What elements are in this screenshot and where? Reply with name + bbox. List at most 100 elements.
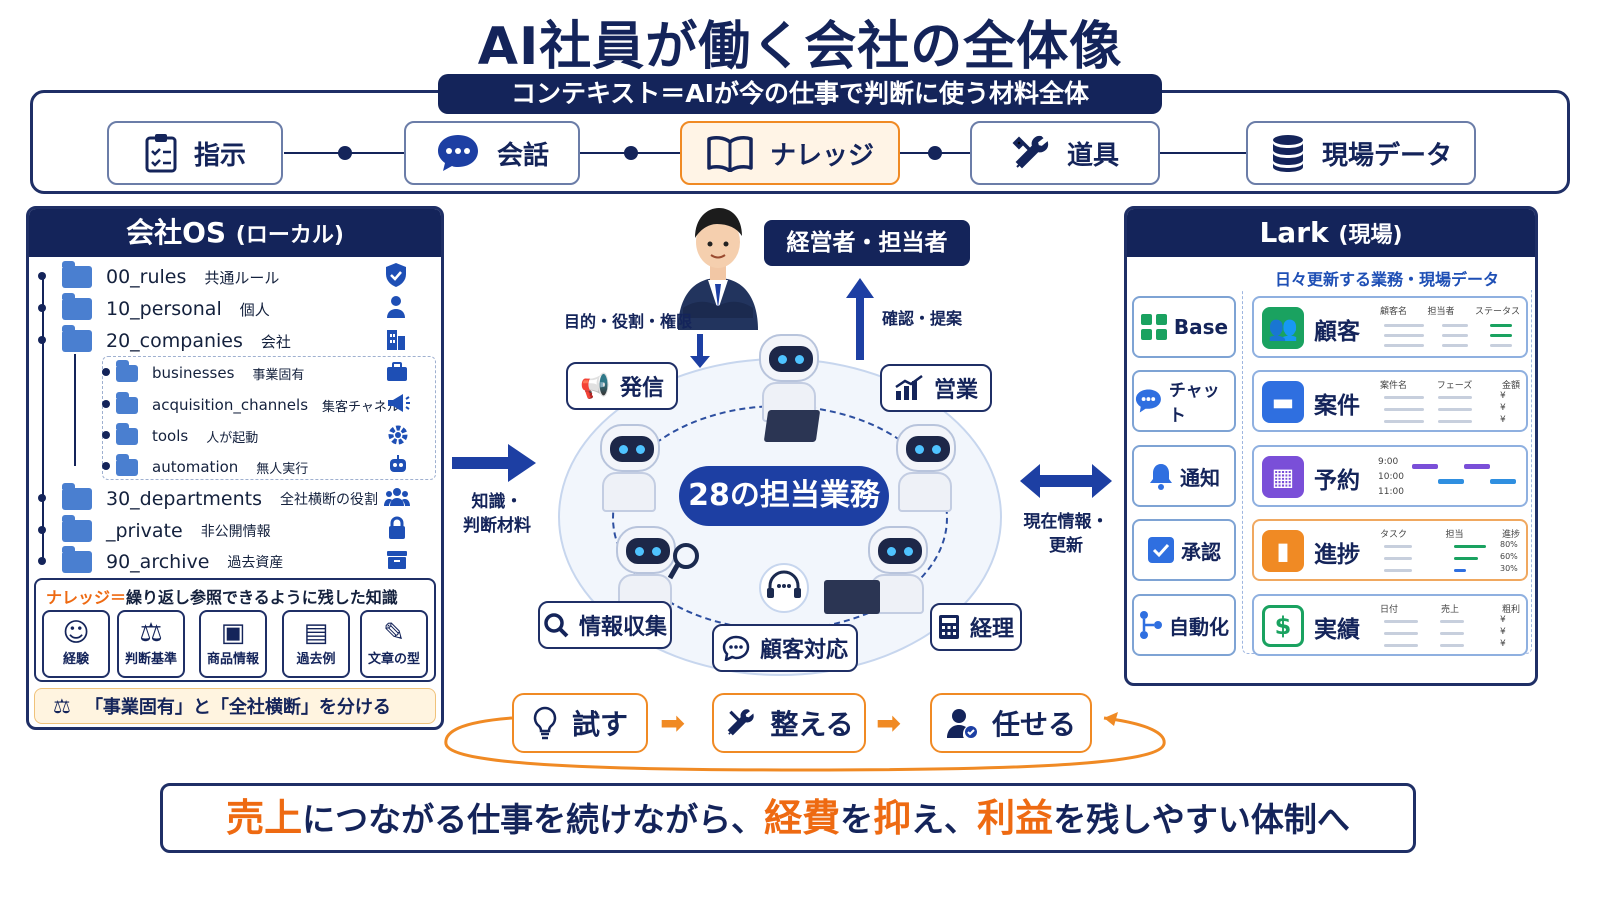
card-columns: 日付売上粗利 — [1380, 602, 1520, 615]
progress-bar — [1454, 557, 1478, 560]
progress-label: 30% — [1500, 564, 1518, 573]
executive-label: 経営者・担当者 — [764, 220, 970, 266]
task-label: 情報収集 — [578, 615, 667, 640]
calendar-icon: ▦ — [1262, 456, 1304, 498]
folder-icon — [116, 422, 138, 445]
folder-desc: 全社横断の役割 — [279, 492, 378, 508]
arrow-right-icon: ➡ — [876, 706, 902, 741]
progress-bar — [1454, 569, 1466, 572]
scale-icon: ⚖ — [53, 694, 71, 718]
footer-text: を — [840, 800, 874, 839]
folder-desc: 個人 — [239, 300, 270, 319]
footer-highlight: 経費 — [764, 796, 841, 840]
card-label: 案件 — [1314, 393, 1360, 419]
context-item-label: 指示 — [193, 140, 246, 171]
footer-text: を残しやすい体制へ — [1053, 800, 1350, 839]
calculator-icon — [938, 615, 959, 639]
app-label: チャット — [1168, 381, 1220, 426]
task-label: 発信 — [619, 376, 664, 401]
lark-card-results[interactable]: $ 実績 日付売上粗利 ¥¥¥ — [1252, 594, 1528, 656]
column-header: 売上 — [1440, 605, 1459, 615]
folder-icon — [62, 325, 92, 352]
page-title: AI社員が働く会社の全体像 — [477, 17, 1123, 77]
arrow-right-icon: ➡ — [660, 706, 686, 741]
grid-icon — [1140, 314, 1167, 340]
knowledge-definition: ナレッジ＝繰り返し参照できるように残した知識 — [46, 584, 398, 608]
footer-statement: 売上につながる仕事を続けながら、経費を抑え、利益を残しやすい体制へ — [160, 783, 1416, 853]
task-sales: 営業 — [880, 364, 992, 412]
folder-icon — [116, 453, 138, 476]
company-os-subtitle: (ローカル) — [235, 223, 344, 248]
footer-highlight: 売上 — [226, 796, 303, 840]
task-research: 情報収集 — [538, 601, 672, 649]
progress-bar — [1454, 545, 1486, 548]
lark-app-automation[interactable]: 自動化 — [1132, 594, 1236, 656]
folder-icon — [62, 515, 92, 542]
briefcase-icon — [387, 362, 407, 381]
lark-card-customers[interactable]: 👥 顧客 顧客名担当者ステータス — [1252, 296, 1528, 358]
folder-name: 90_archive — [106, 551, 210, 573]
company-os-title: 会社OS — [126, 216, 227, 249]
column-header: 案件名 — [1380, 381, 1408, 391]
company-os-header: 会社OS (ローカル) — [29, 209, 441, 257]
progress-label: 60% — [1500, 552, 1518, 561]
lark-app-chat[interactable]: チャット — [1132, 370, 1236, 432]
lark-subtitle: (現場) — [1338, 223, 1403, 248]
knowledge-prefix: ナレッジ＝ — [46, 588, 127, 607]
amount-value: ¥ — [1500, 391, 1506, 401]
flow-icon — [1140, 611, 1162, 639]
separate-note-text: 「事業固有」と「全社横断」を分ける — [84, 697, 391, 718]
knowledge-item-past-cases: ▤過去例 — [282, 610, 350, 678]
archive-icon — [387, 551, 407, 569]
context-item-instruction: 指示 — [107, 121, 283, 185]
knowledge-text: 繰り返し参照できるように残した知識 — [126, 588, 398, 607]
task-label: 営業 — [933, 378, 978, 403]
gear-icon — [388, 425, 408, 445]
lark-app-approval[interactable]: 承認 — [1132, 519, 1236, 581]
lark-card-deals[interactable]: ▬ 案件 案件名フェーズ金額 ¥¥¥ — [1252, 370, 1528, 432]
knowledge-item-criteria: ⚖判断基準 — [117, 610, 185, 678]
lark-header: Lark (現場) — [1127, 209, 1535, 257]
lock-icon — [389, 516, 405, 539]
right-arrow-label: 現在情報・更新 — [1023, 512, 1109, 556]
tools-icon — [728, 709, 755, 736]
amount-values: ¥¥¥ — [1500, 390, 1506, 426]
task-publishing: 📢発信 — [566, 362, 678, 410]
app-label: Base — [1173, 315, 1229, 339]
amount-value: ¥ — [1500, 615, 1506, 625]
app-label: 自動化 — [1169, 614, 1229, 639]
folder-icon — [62, 293, 92, 320]
lark-app-notification[interactable]: 通知 — [1132, 445, 1236, 507]
pen-icon: ✎ — [383, 618, 405, 648]
people-icon: 👥 — [1262, 307, 1304, 349]
footer-text: え、 — [911, 800, 978, 839]
connector-dot — [928, 146, 942, 160]
time-slot: 9:00 — [1378, 457, 1399, 467]
task-accounting: 経理 — [930, 603, 1022, 651]
connector-line — [1160, 152, 1246, 154]
folder-name: 10_personal — [106, 298, 222, 320]
tree-dot — [38, 526, 46, 534]
context-item-label: ナレッジ — [769, 140, 874, 171]
column-header: 担当者 — [1427, 307, 1455, 317]
bell-icon — [1150, 464, 1172, 490]
column-header: タスク — [1380, 530, 1408, 540]
knowledge-item-label: 判断基準 — [124, 652, 177, 667]
person-check-icon — [946, 709, 977, 738]
folder-10-personal[interactable]: 10_personal 個人 — [62, 293, 422, 324]
connector-dot — [338, 146, 352, 160]
lark-card-progress[interactable]: ▮ 進捗 タスク担当進捗 80%60%30% — [1252, 519, 1528, 581]
footer-highlight: 抑 — [873, 796, 912, 840]
task-customer-support: 顧客対応 — [712, 624, 858, 672]
lark-app-base[interactable]: Base — [1132, 296, 1236, 358]
